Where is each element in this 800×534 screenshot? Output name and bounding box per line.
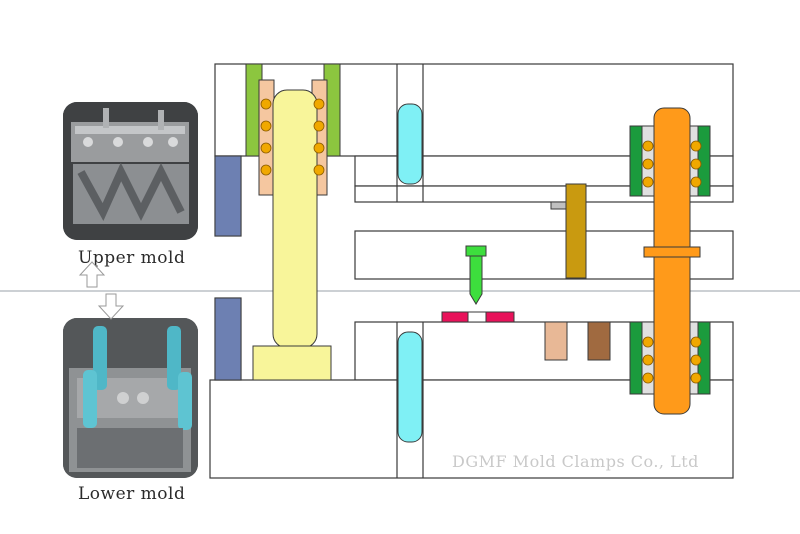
lower-mold-label: Lower mold [78, 484, 186, 504]
workpiece-gap [467, 311, 487, 323]
upper-mold-label: Upper mold [78, 248, 186, 268]
upper-spring [397, 103, 423, 185]
down-arrow-icon [97, 293, 125, 320]
lower-mold-image [63, 318, 198, 478]
orange-collar [643, 246, 701, 258]
watermark-text: DGMF Mold Clamps Co., Ltd [452, 452, 699, 471]
lower-base-plate [209, 379, 734, 479]
upper-blue-bar [214, 155, 242, 237]
upper-mold-photo [63, 102, 198, 240]
punch [469, 255, 483, 305]
lower-mold-photo [63, 318, 198, 478]
lower-spring [397, 331, 423, 443]
guide-post-base [252, 345, 332, 381]
orange-guide-post [653, 107, 691, 415]
workpiece-right [485, 311, 515, 323]
punch-head [465, 245, 487, 257]
tan-block [544, 321, 568, 361]
workpiece-left [441, 311, 469, 323]
lower-blue-bar [214, 297, 242, 381]
guide-post [272, 89, 318, 349]
upper-mold-image [63, 102, 198, 240]
stripper-bolt [565, 183, 587, 279]
brown-block [587, 321, 611, 361]
left-bushing-left [258, 79, 275, 196]
up-arrow-icon [78, 261, 106, 288]
